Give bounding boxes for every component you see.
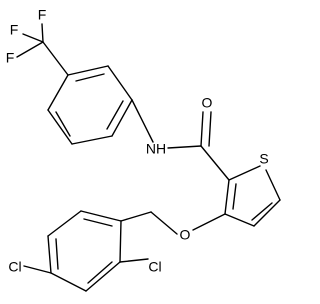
ring-double-bond (75, 73, 105, 82)
ring-bond (47, 109, 73, 145)
ring-bond (71, 135, 113, 145)
trifluoromethyl-group (16, 23, 69, 76)
bond-carbonyl-thiophene (200, 145, 230, 181)
structure-canvas: F F F NH O S O Cl Cl (6, 7, 281, 292)
ring-double-bond (232, 183, 237, 210)
aryl-ring-upper (47, 65, 133, 145)
bond-c-f-left (16, 41, 44, 58)
atom-nh: NH (146, 141, 166, 157)
amide-group (131, 99, 230, 181)
thiophene-ring (224, 165, 281, 227)
ring-bond (265, 169, 281, 201)
ring-double-bond (55, 238, 59, 270)
ring-double-bond (83, 218, 113, 227)
bond-carbonyl-o-double (208, 111, 212, 147)
atom-s-thiophene: S (259, 151, 268, 167)
ring-bond (119, 220, 122, 263)
atom-f-top: F (38, 7, 47, 23)
ring-double-bond (251, 202, 273, 221)
ring-bond (111, 99, 133, 137)
ring-bond (50, 272, 87, 292)
atom-cl-para: Cl (8, 259, 21, 275)
ring-double-bond (106, 100, 124, 130)
atom-o-ether: O (180, 227, 191, 243)
atom-cl-ortho: Cl (148, 259, 161, 275)
bond-ring-cl-para (23, 265, 52, 274)
ring-bond (80, 210, 122, 222)
bond-carbonyl-o (200, 111, 204, 147)
atom-f-left-top: F (10, 22, 19, 38)
bond-thiophene-o (192, 213, 226, 231)
ring-bond (85, 261, 121, 292)
ring-bond (107, 65, 133, 101)
ring-bond (47, 235, 52, 274)
bond-ch2-ring (120, 211, 152, 222)
atom-labels: F F F NH O S O Cl Cl (6, 7, 269, 275)
ring-bond (224, 213, 255, 227)
bond-c-f-top (41, 23, 44, 43)
bond-c-f-left-top (22, 33, 44, 43)
bond-cf3-ring (42, 41, 69, 76)
ring-bond (224, 179, 230, 215)
atom-o-carbonyl: O (202, 95, 213, 111)
atom-f-left: F (6, 50, 15, 66)
bond-o-ch2 (150, 211, 178, 235)
ring-bond (228, 165, 261, 181)
ether-linkage (120, 211, 226, 235)
aryl-ring-lower (23, 210, 149, 292)
molecule-diagram: F F F NH O S O Cl Cl (6, 7, 281, 292)
ring-bond (67, 65, 109, 76)
bond-n-carbonyl (167, 145, 202, 149)
bond-ring-cl-ortho (119, 258, 149, 263)
ring-double-bond (87, 261, 113, 284)
bond-ring-n (131, 99, 154, 143)
ring-bond (47, 74, 69, 111)
ring-bond (47, 210, 82, 237)
ring-bond (253, 199, 281, 227)
ring-double-bond (55, 111, 71, 137)
